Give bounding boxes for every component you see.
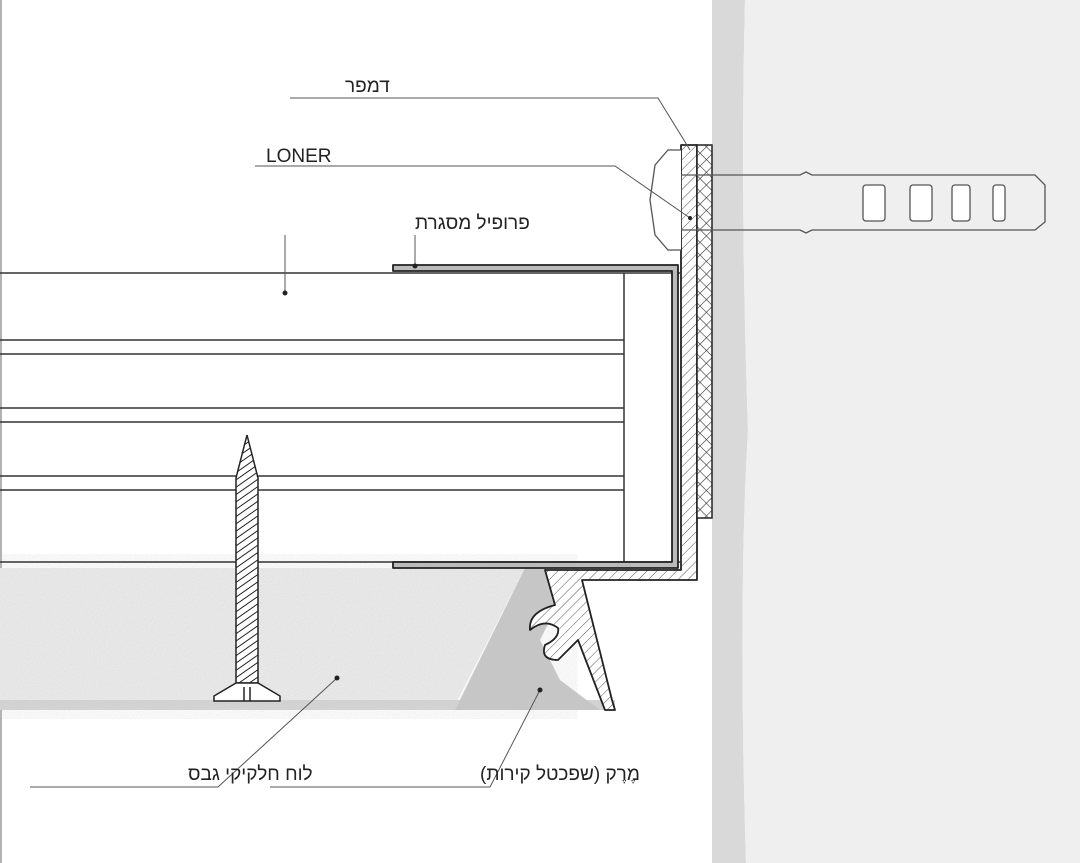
label-loner: LONER xyxy=(266,146,331,167)
leader-lines xyxy=(30,97,692,788)
panel-layers xyxy=(0,272,680,563)
wall xyxy=(712,0,1080,863)
frame-profile xyxy=(392,264,679,569)
wall-bracket xyxy=(529,144,698,711)
screw-icon xyxy=(213,434,281,702)
damper-strip xyxy=(696,144,713,519)
label-frame-profile: פרופיל מסגרת xyxy=(415,213,530,234)
label-filler: מֶרֶק (שפכטל קירות) xyxy=(480,764,640,785)
label-gypsum-board: לוח חלקיקי גבס xyxy=(188,764,313,785)
anchor-plug xyxy=(649,149,1046,251)
label-damper: דמפר xyxy=(345,76,390,97)
filler-putty xyxy=(455,568,600,710)
